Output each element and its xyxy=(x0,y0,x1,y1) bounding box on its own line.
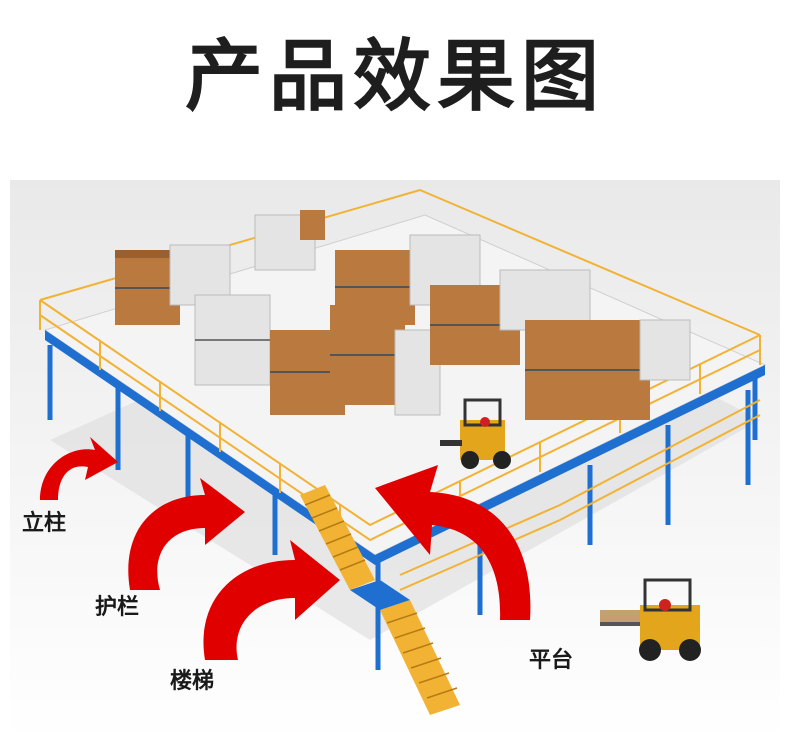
rack-group xyxy=(639,319,691,381)
arrow-column xyxy=(40,437,118,500)
stair-landing xyxy=(350,580,410,610)
page-title: 产品效果图 xyxy=(184,32,605,122)
rack-group xyxy=(194,294,271,386)
forklift-ground xyxy=(600,578,701,661)
rack-group xyxy=(525,320,650,420)
rack-group xyxy=(335,250,415,325)
ground-guardrail xyxy=(399,399,761,591)
mezzanine-illustration xyxy=(0,170,790,746)
stairs xyxy=(300,485,460,715)
columns xyxy=(47,345,758,670)
red-arrows xyxy=(40,437,531,660)
forklift-upper xyxy=(440,398,511,469)
arrow-platform xyxy=(375,465,531,620)
stair-lower xyxy=(380,600,460,715)
label-guardrail: 护栏 xyxy=(95,595,140,620)
deck-beam-front-left xyxy=(45,330,375,565)
rack-group xyxy=(254,210,325,271)
label-platform: 平台 xyxy=(529,648,574,673)
rack-group xyxy=(115,250,180,325)
storage-racks xyxy=(115,210,691,420)
label-stairs: 楼梯 xyxy=(170,669,215,694)
label-column: 立柱 xyxy=(22,511,67,536)
arrow-guardrail xyxy=(128,478,245,590)
arrow-stairs xyxy=(203,540,340,660)
